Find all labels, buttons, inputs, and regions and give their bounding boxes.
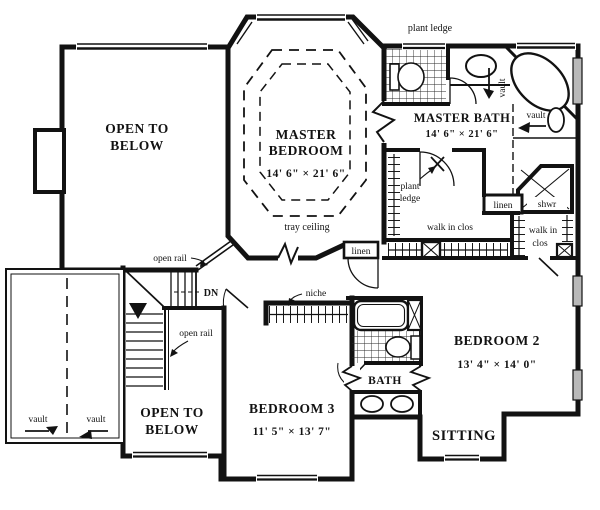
vanity-bath (350, 390, 422, 419)
stair-down-arrow (129, 303, 147, 319)
annotation-tray-ceiling: tray ceiling (284, 222, 329, 233)
toilet (389, 62, 425, 92)
door-arc-toilet-room (449, 77, 477, 105)
window-b2-upper (572, 275, 583, 307)
walk-in-closet-1: walk in clos plant ledge (382, 154, 514, 242)
linen-closet-1: linen (482, 193, 524, 215)
room-label-master-bedroom-line2: BEDROOM (269, 143, 344, 158)
door-arc-walk-in-1 (419, 151, 455, 187)
annotation-dn: DN (204, 288, 219, 299)
dims-master-bedroom: 14' 6" × 21' 6" (266, 168, 345, 180)
sink-master (465, 54, 497, 78)
window-top (76, 42, 208, 51)
open-rail-upper: open rail (153, 240, 234, 271)
vault-annotation-right: vault (79, 415, 108, 439)
annotation-walk-in-2b: clos (532, 239, 548, 249)
window-mb-top (516, 41, 576, 50)
annotation-linen-1: linen (494, 201, 513, 211)
annotation-shwr: shwr (538, 200, 557, 210)
annotation-vault-1: vault (498, 78, 508, 97)
annotation-open-rail-1: open rail (153, 254, 187, 264)
stair-treads-upper (170, 271, 197, 307)
room-label-master-bath: MASTER BATH (414, 111, 511, 125)
window-sitting (444, 453, 480, 462)
room-master-bath: plant ledge vault vault MASTER (382, 23, 583, 215)
plant-ledge-annotation-closet: plant ledge (400, 156, 445, 204)
annotation-linen-2: linen (352, 247, 371, 257)
annotation-walk-in-clos-1: walk in clos (427, 223, 473, 233)
vault-annotation-left: vault (25, 415, 58, 435)
room-label-open-below-1-line2: BELOW (110, 138, 164, 153)
stair-treads-lower (126, 313, 163, 387)
niche: niche (263, 289, 355, 326)
room-label-open-below-2-line2: BELOW (145, 422, 199, 437)
wall-break-bath-left (341, 365, 363, 392)
room-sitting: SITTING (432, 428, 496, 462)
dn-annotation: DN (174, 288, 219, 299)
door-leaf-walk-in-2 (538, 257, 559, 277)
annotation-vault-3: vault (29, 415, 48, 425)
stair-break-line (125, 270, 165, 308)
shower: shwr (516, 164, 574, 214)
wall-break-mb (371, 100, 397, 143)
annotation-open-rail-2: open rail (179, 329, 213, 339)
door-arc-suite (347, 257, 379, 289)
toilet-2 (547, 107, 565, 133)
room-label-open-below-2-line1: OPEN TO (140, 405, 203, 420)
window-marks-plant-ledge (402, 42, 446, 50)
room-open-to-below-lower: OPEN TO BELOW (132, 405, 208, 459)
wall-break-mbr (277, 241, 299, 266)
vault-annotation-2: vault (518, 111, 546, 133)
room-master-bedroom: MASTER BEDROOM 14' 6" × 21' 6" tray ceil… (225, 13, 397, 266)
open-rail-lower: open rail (170, 329, 213, 357)
walk-in-closet-2: walk in clos (510, 211, 574, 260)
window-b3 (256, 473, 318, 482)
wall-break-bath-right (408, 365, 432, 392)
annotation-ledge: ledge (400, 194, 421, 204)
window-box-left (33, 128, 66, 194)
annotation-vault-2: vault (527, 111, 546, 121)
linen-closet-2 (342, 240, 380, 260)
room-bedroom-3: BEDROOM 3 11' 5" × 13' 7" (222, 288, 335, 482)
dims-master-bath: 14' 6" × 21' 6" (426, 129, 499, 140)
bedroom2-closet-strip (382, 240, 580, 277)
room-label-bath: BATH (368, 375, 402, 387)
toilet-room (382, 42, 477, 106)
vault-annotation-1: vault (483, 68, 508, 99)
room-bedroom-2: BEDROOM 2 13' 4" × 14' 0" (454, 275, 583, 401)
annotation-plant: plant (401, 182, 420, 192)
window-ob2 (132, 450, 208, 459)
annotation-niche: niche (306, 289, 327, 299)
tray-ceiling-outline (243, 49, 367, 217)
toilet-bath (385, 335, 421, 360)
suite-entry: linen (342, 240, 380, 289)
room-open-to-below-top: OPEN TO BELOW (33, 42, 208, 194)
dims-bedroom-2: 13' 4" × 14' 0" (457, 359, 536, 371)
annotation-walk-in-2a: walk in (529, 226, 557, 236)
room-label-master-bedroom-line1: MASTER (276, 127, 337, 142)
vault-area: vault vault (5, 268, 125, 444)
bay-windows (232, 13, 369, 45)
room-bath: BATH (337, 295, 432, 420)
room-label-bedroom-2: BEDROOM 2 (454, 333, 540, 348)
room-label-sitting: SITTING (432, 428, 496, 444)
room-label-bedroom-3: BEDROOM 3 (249, 401, 335, 416)
annotation-plant-ledge-top: plant ledge (408, 23, 453, 34)
stairs: DN open rail open rail (125, 240, 234, 390)
room-label-open-below-1-line1: OPEN TO (105, 121, 168, 136)
corner-tub (504, 45, 583, 122)
window-b2-lower (572, 369, 583, 401)
annotation-vault-4: vault (87, 415, 106, 425)
window-right-tub (572, 57, 583, 105)
bathtub (352, 299, 410, 332)
dims-bedroom-3: 11' 5" × 13' 7" (253, 426, 332, 438)
door-bedroom-3 (222, 288, 249, 309)
